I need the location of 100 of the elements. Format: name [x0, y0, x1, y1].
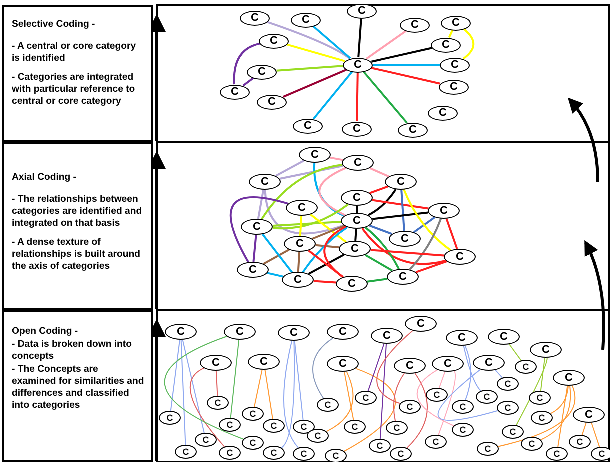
stage-bullet-text: - Categories are integrated with particular reference to central or core category	[12, 72, 136, 108]
connector-line	[230, 340, 240, 418]
connector-line	[264, 370, 274, 420]
connector-line	[591, 422, 600, 448]
connector-line	[409, 218, 442, 270]
category-ellipse: C	[476, 390, 498, 404]
category-ellipse: C	[473, 355, 505, 371]
category-ellipse: C	[293, 447, 315, 461]
connector-line	[261, 164, 343, 220]
connector-line	[362, 228, 446, 266]
category-ellipse: C	[284, 236, 316, 252]
category-ellipse: C	[347, 4, 377, 18]
connector-line	[299, 216, 303, 236]
category-ellipse: C	[224, 324, 256, 340]
connector-line	[438, 370, 456, 436]
category-ellipse: C	[159, 411, 181, 425]
connector-line	[267, 272, 284, 278]
connector-line	[312, 26, 352, 60]
connector-line	[368, 343, 385, 392]
connector-line	[302, 226, 348, 273]
connector-line	[316, 244, 340, 249]
connector-line	[370, 167, 390, 178]
category-ellipse: C	[389, 231, 421, 247]
connector-line	[540, 358, 546, 392]
category-ellipse: C	[569, 435, 591, 449]
category-ellipse: C	[502, 425, 524, 439]
connector-line	[344, 368, 396, 452]
connector-line	[314, 280, 336, 284]
category-ellipse: C	[278, 325, 310, 341]
category-ellipse: C	[390, 447, 412, 461]
connector-line	[313, 162, 345, 217]
connector-line	[280, 165, 344, 180]
connector-line	[448, 30, 454, 38]
stage-heading: Selective Coding -	[12, 19, 96, 31]
connector-line	[276, 65, 344, 72]
category-ellipse: C	[399, 400, 421, 414]
connector-line	[264, 190, 344, 235]
connector-line	[509, 344, 522, 362]
connector-line	[318, 167, 346, 216]
category-ellipse: C	[400, 18, 430, 32]
connector-line	[182, 339, 205, 434]
category-ellipse: C	[440, 58, 470, 72]
connector-line	[414, 216, 436, 234]
connector-line	[180, 340, 186, 446]
category-ellipse: C	[452, 400, 474, 414]
connector-line	[463, 345, 482, 392]
connector-line	[495, 370, 503, 378]
category-ellipse: C	[195, 433, 217, 447]
category-ellipse: C	[175, 445, 197, 459]
connector-line	[364, 254, 394, 272]
category-ellipse: C	[291, 12, 321, 28]
connector-line	[230, 196, 289, 263]
connector-line	[310, 214, 347, 244]
category-ellipse: C	[219, 446, 241, 460]
connector-line	[370, 186, 388, 194]
category-ellipse: C	[341, 213, 373, 229]
connector-line	[368, 189, 397, 216]
connector-line	[242, 77, 254, 87]
stage-bullet-text: - A dense texture of relationships is built around the axis of categories	[12, 237, 142, 273]
connector-line	[558, 386, 568, 448]
category-ellipse: C	[546, 447, 568, 461]
category-ellipse: C	[249, 174, 281, 190]
connector-line	[272, 221, 342, 227]
category-ellipse: C	[165, 324, 197, 340]
connector-line	[364, 226, 400, 270]
category-ellipse: C	[529, 391, 551, 405]
connector-line	[380, 344, 387, 440]
connector-line	[281, 340, 296, 448]
stage-heading: Axial Coding -	[12, 172, 78, 184]
connector-line	[354, 228, 358, 242]
connector-line	[400, 190, 406, 232]
connector-line	[216, 370, 218, 396]
connector-line	[446, 218, 458, 250]
category-ellipse: C	[531, 411, 553, 425]
category-ellipse: C	[488, 329, 520, 345]
category-ellipse: C	[248, 354, 280, 370]
category-ellipse: C	[219, 418, 241, 432]
category-ellipse: C	[342, 155, 374, 171]
category-ellipse: C	[428, 203, 460, 219]
connector-line	[262, 234, 293, 274]
category-ellipse: C	[282, 272, 314, 288]
category-ellipse: C	[327, 356, 359, 372]
connector-line	[324, 226, 346, 278]
stage-heading: Open Coding -	[12, 326, 80, 338]
category-ellipse: C	[371, 328, 403, 344]
connector-line	[358, 18, 362, 58]
stage-description-box	[2, 142, 153, 310]
category-ellipse: C	[263, 446, 285, 460]
connector-line	[263, 249, 290, 265]
category-ellipse: C	[247, 64, 277, 80]
connector-line	[257, 190, 265, 220]
connector-line	[462, 28, 475, 60]
connector-line	[367, 278, 388, 283]
connector-line	[416, 370, 454, 426]
category-ellipse: C	[263, 419, 285, 433]
connector-line	[272, 204, 349, 230]
category-ellipse: C	[341, 190, 373, 206]
connector-line	[252, 234, 258, 262]
category-ellipse: C	[355, 391, 377, 405]
connector-line	[363, 71, 408, 124]
